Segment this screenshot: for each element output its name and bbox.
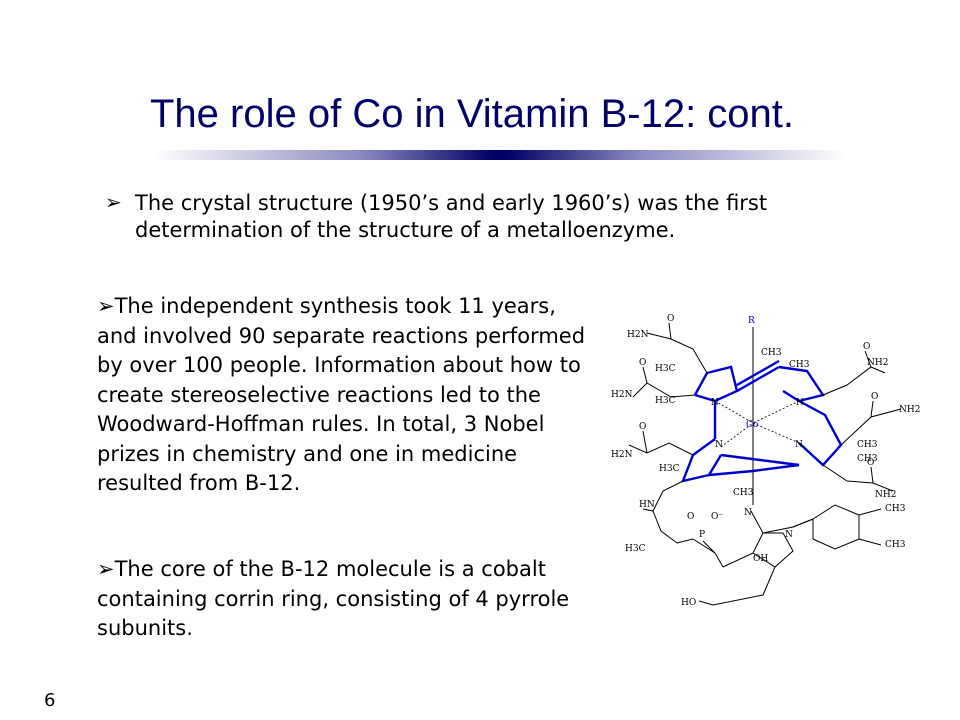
- oxygen-label: O: [639, 358, 646, 368]
- hydroxyl-label: HO: [681, 598, 696, 608]
- oxygen-label: O: [687, 512, 694, 522]
- hydroxyl-label: OH: [753, 554, 768, 564]
- amide-label: H2N: [611, 450, 633, 460]
- bullet-corrin-core: ➢The core of the B-12 molecule is a coba…: [97, 555, 597, 644]
- r-group-label: R: [748, 316, 755, 326]
- co-n-coordination: [714, 400, 800, 448]
- bullet-text: The core of the B-12 molecule is a cobal…: [97, 557, 570, 640]
- oxygen-label: O: [871, 392, 878, 402]
- slide-title: The role of Co in Vitamin B-12: cont.: [150, 92, 795, 136]
- methyl-label: CH3: [885, 504, 906, 514]
- methyl-label: CH3: [733, 488, 754, 498]
- oxygen-label: O: [639, 422, 646, 432]
- nitrogen-label: N: [796, 398, 804, 408]
- methyl-label: CH3: [857, 454, 878, 464]
- methyl-label: CH3: [761, 348, 782, 358]
- amide-label: NH2: [899, 405, 920, 415]
- slide-number: 6: [44, 690, 56, 711]
- amide-label: H2N: [611, 390, 633, 400]
- oxygen-label: O: [863, 342, 870, 352]
- methyl-label: H3C: [625, 544, 646, 554]
- nitrogen-label: N: [785, 530, 793, 540]
- nitrogen-label: N: [711, 398, 719, 408]
- bullet-arrow-icon: ➢: [97, 294, 115, 318]
- title-underline-rule: [155, 150, 845, 160]
- methyl-label: H3C: [655, 396, 676, 406]
- bullet-crystal-structure: The crystal structure (1950’s and early …: [135, 191, 768, 242]
- nitrogen-label: N: [795, 440, 803, 450]
- methyl-label: H3C: [659, 464, 680, 474]
- amide-label: NH2: [867, 358, 888, 368]
- oxygen-anion-label: O⁻: [711, 512, 723, 522]
- vitamin-b12-structure-diagram: R Co N N N N N N H2N NH2 H2N NH2 H2N NH2…: [611, 314, 920, 608]
- methyl-label: CH3: [885, 540, 906, 550]
- nitrogen-label: N: [744, 508, 752, 518]
- bullet-arrow-icon: ➢: [105, 190, 122, 214]
- bullet-text: The independent synthesis took 11 years,…: [97, 294, 586, 495]
- cobalt-label: Co: [746, 420, 758, 430]
- amide-label: H2N: [627, 330, 649, 340]
- side-chains: [628, 322, 902, 606]
- phosphorus-label: P: [699, 530, 705, 540]
- bullet-independent-synthesis: ➢The independent synthesis took 11 years…: [97, 292, 602, 499]
- oxygen-label: O: [867, 458, 874, 468]
- amide-nh-label: HN: [639, 500, 655, 510]
- nitrogen-label: N: [715, 440, 723, 450]
- methyl-label: H3C: [655, 364, 676, 374]
- methyl-label: CH3: [857, 440, 878, 450]
- corrin-ring: [681, 359, 843, 483]
- amide-label: NH2: [875, 490, 896, 500]
- oxygen-label: O: [667, 314, 674, 324]
- bullet-arrow-icon: ➢: [97, 557, 115, 581]
- methyl-label: CH3: [789, 360, 810, 370]
